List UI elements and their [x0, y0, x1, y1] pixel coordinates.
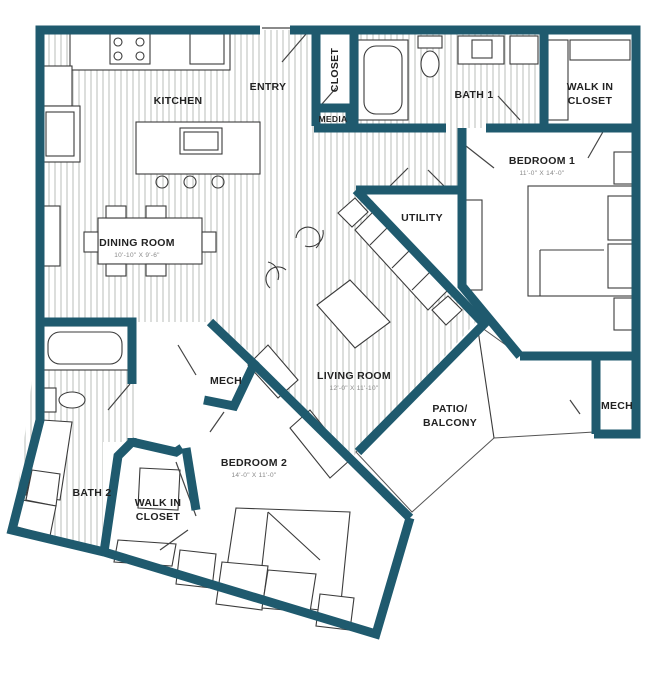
label-living: LIVING ROOM	[317, 370, 391, 382]
label-utility: UTILITY	[401, 212, 443, 224]
walls	[6, 25, 641, 640]
bath1-fixtures	[357, 35, 539, 121]
label-walkin1-line2: CLOSET	[568, 95, 613, 107]
bedroom1-furniture	[461, 39, 637, 331]
label-bath2: BATH 2	[73, 487, 112, 499]
room-labels: KITCHEN ENTRY CLOSET MEDIA BATH 1 WALK I…	[73, 48, 633, 523]
label-mech2: MECH	[601, 400, 633, 412]
label-patio-line1: PATIO/	[432, 403, 467, 415]
label-patio-line2: BALCONY	[423, 417, 477, 429]
bath2-fixtures	[13, 325, 129, 537]
label-bedroom2: BEDROOM 2	[221, 457, 287, 469]
label-kitchen: KITCHEN	[154, 95, 203, 107]
dim-bedroom2: 14'-0" X 11'-0"	[231, 472, 276, 479]
kitchen-fixtures	[39, 29, 261, 189]
dim-dining: 10'-10" X 9'-6"	[114, 252, 160, 259]
label-walkin2-line2: CLOSET	[136, 511, 181, 523]
label-walkin1-line1: WALK IN	[567, 81, 613, 93]
label-bath1: BATH 1	[455, 89, 494, 101]
bedroom2-furniture	[113, 467, 355, 631]
label-closet: CLOSET	[329, 48, 341, 93]
label-dining: DINING ROOM	[99, 237, 175, 249]
label-walkin2-line1: WALK IN	[135, 497, 181, 509]
dining-set	[39, 205, 217, 277]
label-media: MEDIA	[319, 114, 348, 124]
label-bedroom1: BEDROOM 1	[509, 155, 575, 167]
living-furniture	[247, 197, 463, 479]
label-mech1: MECH	[210, 375, 242, 387]
dim-bedroom1: 11'-0" X 14'-0"	[519, 170, 564, 177]
label-entry: ENTRY	[250, 81, 287, 93]
dim-living: 12'-0" X 11'-10"	[330, 385, 379, 392]
